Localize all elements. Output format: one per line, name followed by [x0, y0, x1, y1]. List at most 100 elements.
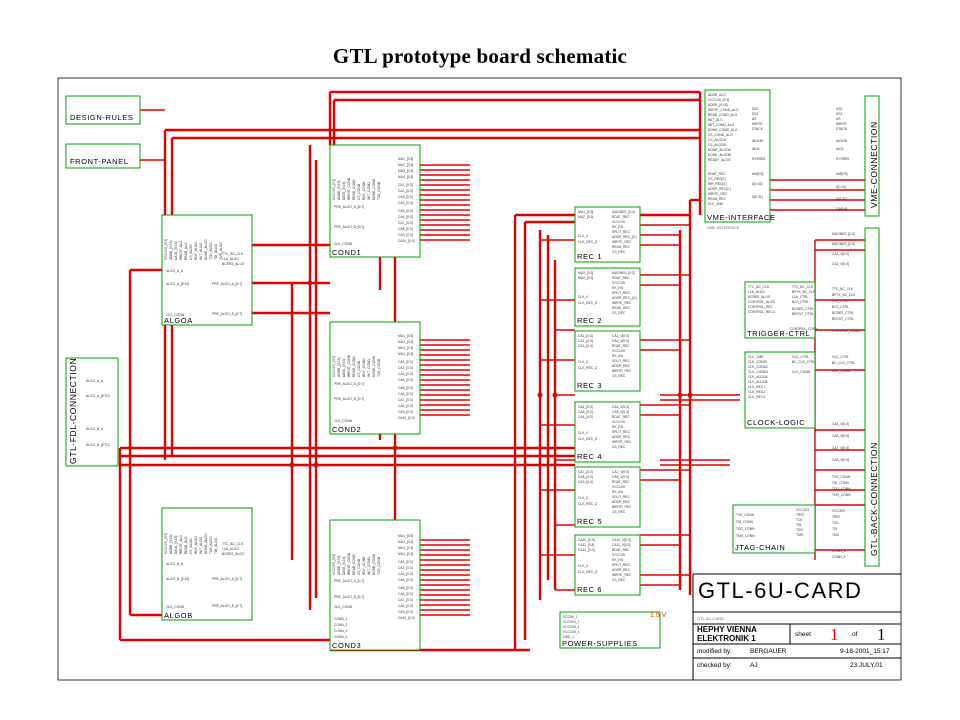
- block-label: REC 5: [577, 517, 602, 526]
- svg-text:CLK_COND3: CLK_COND3: [748, 370, 768, 374]
- svg-text:RX_EN: RX_EN: [612, 425, 624, 429]
- svg-text:CS_REC: CS_REC: [612, 374, 626, 378]
- block-cond2[interactable]: VCC1V5_[0:3] ADDR_[0:15] DATA_[0:15] WRI…: [329, 321, 421, 435]
- svg-text:MU2_[0:3]: MU2_[0:3]: [398, 540, 413, 544]
- block-rec4[interactable]: CA4_[0:3]CA5_[0:3] CA6_[0:3]CLK_0 CLK_RE…: [574, 401, 641, 463]
- block-rec3[interactable]: CA1_[0:3]CA2_[0:3] CA3_[0:3]CLK_0 CLK_RE…: [574, 330, 641, 392]
- svg-text:CA10_[0:3]: CA10_[0:3]: [398, 616, 415, 620]
- svg-text:ALGO_A_A: ALGO_A_A: [166, 269, 184, 273]
- svg-text:CLK_CONDI: CLK_CONDI: [748, 360, 767, 364]
- svg-text:BRCNT_CTRL: BRCNT_CTRL: [832, 317, 854, 321]
- block-cond3[interactable]: VCC1V5_[0:3] ADDR_[0:15] DATA_[0:15] WRI…: [329, 519, 421, 651]
- svg-text:CA2_V[0:3]: CA2_V[0:3]: [612, 339, 629, 343]
- block-design-rules[interactable]: DESIGN-RULES: [65, 95, 141, 125]
- svg-text:CLK_REC3: CLK_REC3: [748, 395, 765, 399]
- svg-text:RDY_COND: RDY_COND: [362, 181, 366, 200]
- svg-text:SYSRES: SYSRES: [752, 157, 766, 161]
- svg-text:READ_COND: READ_COND: [352, 356, 356, 377]
- svg-text:RDY_COND: RDY_COND: [362, 358, 366, 377]
- svg-text:CA8_V[0:3]: CA8_V[0:3]: [612, 475, 629, 479]
- svg-text:MU1_[0:3]: MU1_[0:3]: [398, 157, 413, 161]
- svg-text:TCK_ALGO: TCK_ALGO: [209, 242, 213, 260]
- block-label: JTAG-CHAIN: [735, 543, 785, 552]
- page-title: GTL prototype board schematic: [332, 44, 628, 68]
- org-line1: HEPHY VIENNA: [697, 625, 757, 634]
- svg-text:INIT_COND: INIT_COND: [367, 182, 371, 200]
- svg-text:CLK_CTRL: CLK_CTRL: [792, 355, 809, 359]
- svg-text:VCC1V5: VCC1V5: [612, 420, 625, 424]
- block-algob[interactable]: VCC1V5_[0:3] ADDR_[0:15] DATA_[0:15] WRI…: [161, 507, 253, 621]
- block-rec5[interactable]: CA7_[0:3]CA8_[0:3] CA9_[0:3]CLK_0 CLK_RE…: [574, 466, 641, 528]
- svg-text:TMS: TMS: [832, 533, 840, 537]
- svg-text:CA5_[0:3]: CA5_[0:3]: [578, 410, 593, 414]
- svg-text:WRITE_REC: WRITE_REC: [612, 505, 632, 509]
- svg-text:READ_COND_ALG: READ_COND_ALG: [708, 113, 738, 117]
- svg-text:CLK_0: CLK_0: [578, 431, 588, 435]
- svg-text:TTC_BC_CLK: TTC_BC_CLK: [748, 285, 770, 289]
- block-cond1[interactable]: VCC1V5_[0:3] ADDR_[0:15] DATA_[0:15] WRI…: [329, 144, 421, 258]
- svg-text:MU4_[0:3]: MU4_[0:3]: [398, 175, 413, 179]
- svg-text:CA2_[0:3]: CA2_[0:3]: [398, 189, 413, 193]
- svg-text:ADDR_[0:15]: ADDR_[0:15]: [169, 534, 173, 554]
- block-front-panel[interactable]: FRONT-PANEL: [65, 143, 141, 169]
- svg-text:BC_CLK_CTRL: BC_CLK_CTRL: [832, 361, 855, 365]
- svg-text:ALGO_B_[0:15]: ALGO_B_[0:15]: [166, 577, 189, 581]
- svg-text:CS_COND: CS_COND: [357, 558, 361, 575]
- svg-text:ALGO_A_[ETC]: ALGO_A_[ETC]: [86, 394, 110, 398]
- svg-text:TRST: TRST: [832, 515, 841, 519]
- svg-text:CA2_[0:3]: CA2_[0:3]: [398, 566, 413, 570]
- svg-text:MU3_[0:3]: MU3_[0:3]: [398, 169, 413, 173]
- block-rec6[interactable]: CA10_[0:3]CA11_[0:3] CA12_[0:3]CLK_0 CLK…: [574, 534, 641, 596]
- svg-text:MU2_[0:3]: MU2_[0:3]: [578, 215, 593, 219]
- svg-text:TDI_CONN: TDI_CONN: [736, 520, 753, 524]
- svg-text:PRE_ALGO_B_[0:7]: PRE_ALGO_B_[0:7]: [334, 397, 364, 401]
- svg-text:MU2_[0:3]: MU2_[0:3]: [398, 163, 413, 167]
- svg-text:CLK_CONN: CLK_CONN: [832, 369, 851, 373]
- svg-text:CA11_[0:3]: CA11_[0:3]: [578, 543, 594, 547]
- voltage-annotation: 1.5 V: [650, 612, 667, 619]
- svg-text:VCC5V_1: VCC5V_1: [563, 615, 578, 619]
- svg-text:CLK_REC_D: CLK_REC_D: [578, 301, 598, 305]
- block-label: REC 3: [577, 381, 602, 390]
- svg-text:INIT_COND_ALG: INIT_COND_ALG: [708, 123, 735, 127]
- block-label: REC 6: [577, 585, 602, 594]
- svg-text:GTL-6U-CARD: GTL-6U-CARD: [697, 616, 724, 621]
- org-line2: ELEKTRONIK 1: [697, 634, 756, 643]
- svg-text:CS_COND: CS_COND: [357, 183, 361, 200]
- svg-text:ADDR_[0:15]: ADDR_[0:15]: [337, 357, 341, 377]
- block-algoa[interactable]: VCC1V5_[0:3] ADDR_[0:15] DATA_[0:15] WRI…: [161, 214, 253, 326]
- svg-text:ALGO_B_A: ALGO_B_A: [86, 427, 104, 431]
- svg-text:CA5_V[0:3]: CA5_V[0:3]: [612, 410, 629, 414]
- svg-text:CONN_2: CONN_2: [832, 555, 846, 559]
- svg-text:VME-INTERFACE: VME-INTERFACE: [707, 225, 740, 230]
- block-label: COND2: [332, 425, 361, 434]
- svg-text:CS_REC: CS_REC: [612, 510, 626, 514]
- svg-text:CA7_[0:3]: CA7_[0:3]: [578, 470, 593, 474]
- block-label: ALGOB: [164, 611, 193, 620]
- block-gtl-fdl-connection[interactable]: GTL-FDL-CONNECTION ALGO_A_AALGO_A_[ETC] …: [65, 357, 119, 467]
- block-label: FRONT-PANEL: [70, 157, 129, 166]
- svg-text:CA8_[0:3]: CA8_[0:3]: [578, 475, 593, 479]
- svg-text:CLK_ALGOA: CLK_ALGOA: [748, 375, 768, 379]
- svg-text:RX_EN: RX_EN: [612, 558, 624, 562]
- svg-text:DONE_COND_ALG: DONE_COND_ALG: [708, 128, 738, 132]
- svg-text:CA10_[0:3]: CA10_[0:3]: [578, 538, 595, 542]
- svg-text:VCC3V3: VCC3V3: [832, 509, 845, 513]
- svg-text:ADDR_[0:15]: ADDR_[0:15]: [708, 103, 728, 107]
- svg-text:TTC_BC_CLK: TTC_BC_CLK: [222, 252, 244, 256]
- svg-text:AS: AS: [752, 117, 757, 121]
- block-gtl-back-connection[interactable]: MUONES_[0:3]MUONES_[0:3] CA1_V[0:3]CA2_V…: [832, 227, 880, 567]
- svg-text:CONN_2: CONN_2: [334, 623, 348, 627]
- svg-text:ALGO_A_[0:15]: ALGO_A_[0:15]: [166, 282, 189, 286]
- block-label: CLOCK-LOGIC: [747, 418, 805, 427]
- svg-text:CLK_0: CLK_0: [578, 360, 588, 364]
- svg-text:DATA_[0:15]: DATA_[0:15]: [342, 359, 346, 377]
